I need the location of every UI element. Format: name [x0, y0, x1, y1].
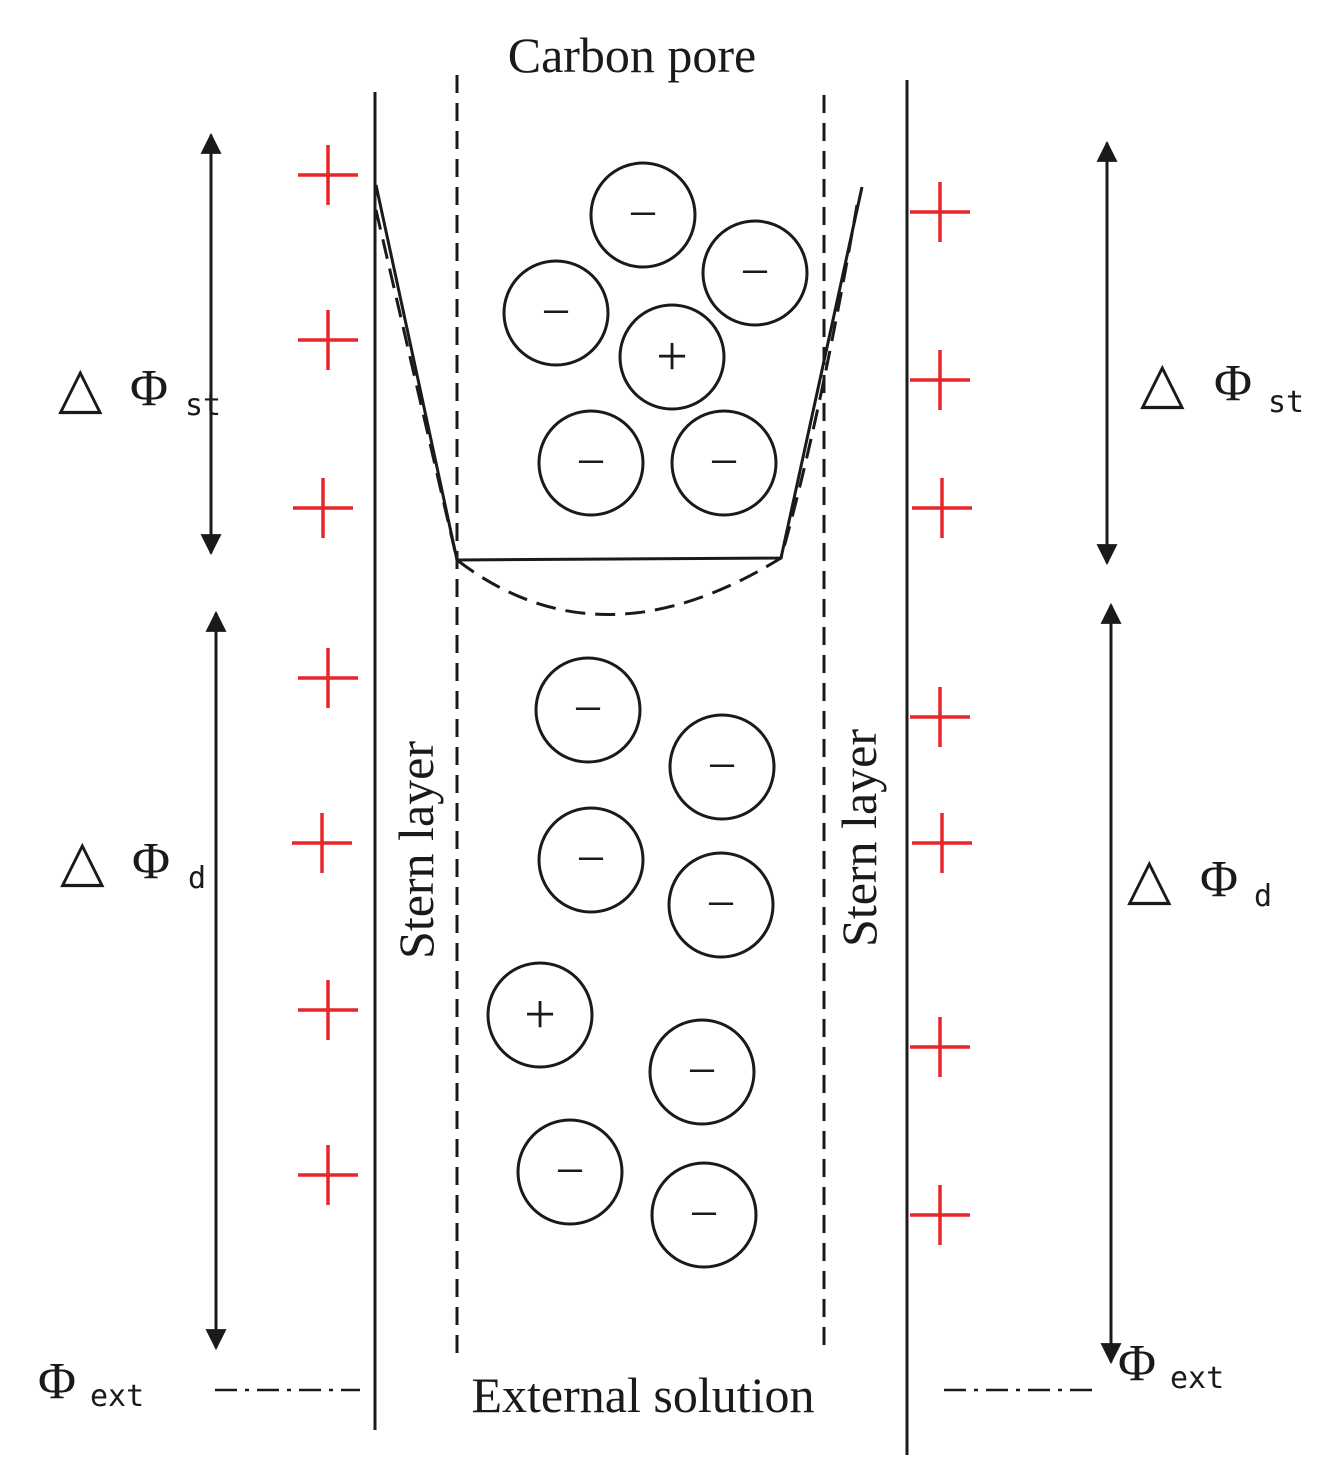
surface-charge-plus	[298, 648, 358, 708]
external-solution-label: External solution	[472, 1367, 815, 1423]
phi-symbol: Φ	[1118, 1335, 1156, 1392]
st-subscript: st	[1268, 385, 1304, 420]
phi-symbol: Φ	[1214, 355, 1252, 412]
ext-subscript: ext	[1170, 1361, 1224, 1396]
left-delta-phi-st-label: △ Φ st	[58, 355, 221, 423]
surface-charge-plus	[910, 1185, 970, 1245]
anion: −	[502, 259, 610, 367]
surface-charge-plus	[910, 1017, 970, 1077]
anion-sign: −	[541, 284, 570, 341]
anion-sign: −	[740, 244, 769, 301]
anion-sign: −	[709, 434, 738, 491]
ext-subscript: ext	[90, 1379, 144, 1414]
phi-symbol: Φ	[130, 360, 168, 417]
surface-charge-plus	[298, 980, 358, 1040]
anion: −	[537, 806, 645, 914]
surface-charge-plus	[298, 1145, 358, 1205]
anion: −	[670, 409, 778, 517]
delta-symbol: △	[58, 355, 103, 420]
left-phi-ext-label: Φ ext	[38, 1353, 144, 1414]
left-surface-charges	[292, 145, 358, 1205]
surface-charge-plus	[912, 478, 972, 538]
cation-sign: +	[656, 326, 688, 388]
pore-ions: − − − + − − − −	[486, 161, 809, 1269]
left-delta-phi-d-label: △ Φ d	[60, 828, 206, 896]
anion-sign: −	[555, 1143, 584, 1200]
right-delta-phi-st-label: △ Φ st	[1140, 350, 1304, 420]
anion-sign: −	[576, 434, 605, 491]
potential-profile-solid	[374, 184, 864, 562]
stern-layer-label-left: Stern layer	[388, 741, 444, 959]
carbon-pore-label: Carbon pore	[508, 27, 757, 83]
surface-charge-plus	[298, 145, 358, 205]
anion: −	[516, 1118, 624, 1226]
phi-symbol: Φ	[132, 833, 170, 890]
right-delta-phi-d-label: △ Φ d	[1127, 846, 1272, 914]
anion: −	[668, 713, 776, 821]
delta-symbol: △	[60, 828, 105, 893]
anion-sign: −	[689, 1186, 718, 1243]
phi-symbol: Φ	[38, 1353, 76, 1410]
anion-sign: −	[628, 186, 657, 243]
anion: −	[537, 409, 645, 517]
right-phi-ext-label: Φ ext	[1118, 1335, 1224, 1396]
delta-symbol: △	[1140, 350, 1185, 415]
st-subscript: st	[185, 388, 221, 423]
surface-charge-plus	[293, 478, 353, 538]
anion: −	[701, 219, 809, 327]
anion: −	[589, 161, 697, 269]
delta-symbol: △	[1127, 846, 1172, 911]
anion-sign: −	[573, 681, 602, 738]
right-surface-charges	[910, 182, 972, 1245]
surface-charge-plus	[910, 182, 970, 242]
surface-charge-plus	[910, 350, 970, 410]
potential-profile-dashed	[374, 204, 859, 616]
anion-sign: −	[706, 876, 735, 933]
d-subscript: d	[1254, 879, 1272, 914]
surface-charge-plus	[292, 813, 352, 873]
d-subscript: d	[188, 861, 206, 896]
anion: −	[648, 1018, 756, 1126]
anion-sign: −	[576, 831, 605, 888]
anion: −	[534, 656, 642, 764]
surface-charge-plus	[910, 687, 970, 747]
anion: −	[667, 851, 775, 959]
surface-charge-plus	[298, 310, 358, 370]
anion-sign: −	[687, 1043, 716, 1100]
cation: +	[486, 961, 594, 1069]
cation: +	[618, 303, 726, 411]
phi-symbol: Φ	[1200, 851, 1238, 908]
stern-layer-label-right: Stern layer	[831, 729, 887, 947]
surface-charge-plus	[912, 813, 972, 873]
anion: −	[650, 1161, 758, 1269]
cation-sign: +	[524, 984, 556, 1046]
anion-sign: −	[707, 738, 736, 795]
